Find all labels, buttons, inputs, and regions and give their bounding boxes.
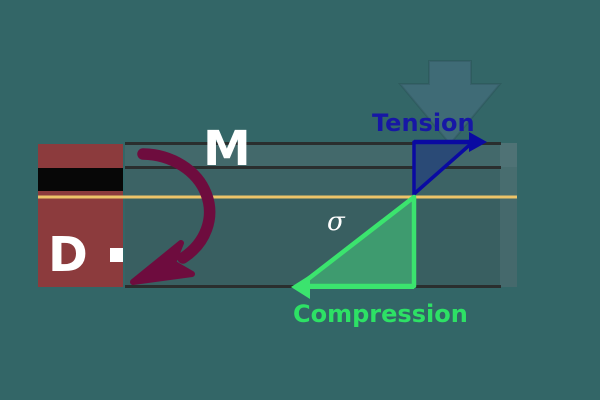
moment-arrowhead-icon	[130, 240, 195, 285]
load-arrow-down-icon	[397, 60, 503, 146]
beam-top-edge-line	[125, 142, 501, 145]
sigma-stress-label: σ	[327, 207, 346, 237]
moment-arrow	[130, 148, 216, 285]
moment-arrow-arc	[137, 148, 216, 264]
support-block-stripe	[38, 168, 123, 191]
beam-flange-line	[125, 166, 501, 169]
tension-arrowhead-icon	[469, 132, 487, 152]
support-block	[38, 144, 123, 287]
neutral-axis-line	[38, 195, 517, 199]
moment-label: M	[203, 121, 251, 177]
compression-label: Compression	[293, 300, 468, 328]
compression-arrowhead-icon	[291, 275, 310, 299]
tension-label: Tension	[372, 109, 475, 137]
compression-stress-triangle	[291, 194, 417, 299]
tension-stress-triangle	[412, 132, 487, 196]
section-depth-label: D	[48, 227, 88, 283]
section-label-marker	[110, 248, 123, 262]
beam-end-cap-shade	[500, 143, 517, 287]
